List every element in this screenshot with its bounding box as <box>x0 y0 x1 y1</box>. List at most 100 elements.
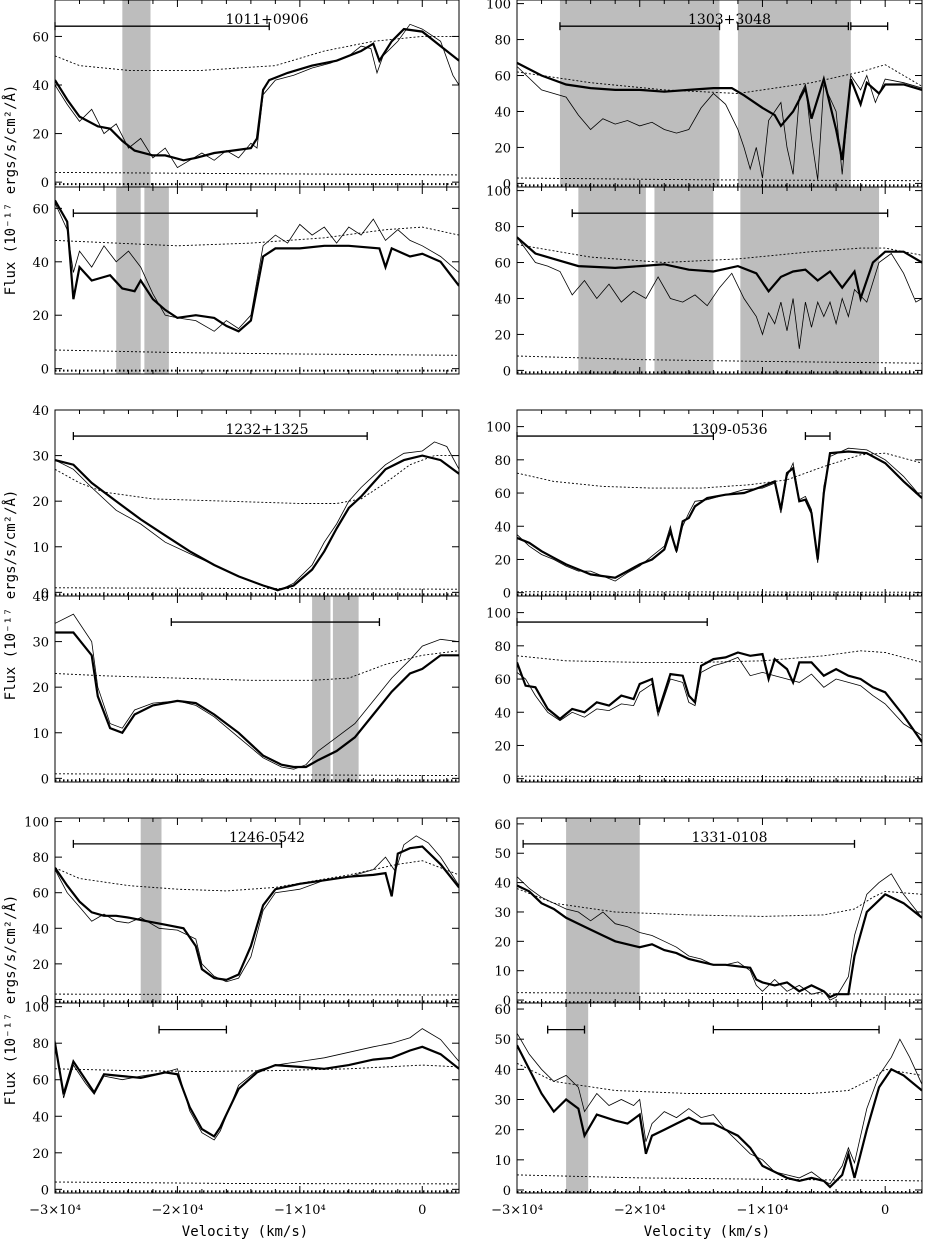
y-tick-label: 60 <box>32 1074 49 1089</box>
y-tick-label: 10 <box>494 1154 511 1169</box>
panel-frame <box>516 1002 923 1194</box>
y-tick-label: 40 <box>494 1063 511 1078</box>
y-tick-label: 0 <box>41 176 49 191</box>
xlabel-right: Velocity (km/s) <box>644 1224 770 1240</box>
spectrum-thin-line <box>517 873 922 1001</box>
shaded-region-1 <box>122 0 151 187</box>
panel-frame <box>54 186 460 375</box>
plot-area <box>517 818 922 1003</box>
y-tick-label: 50 <box>494 847 511 862</box>
continuum-line <box>517 650 922 663</box>
y-tick-label: 60 <box>494 70 511 85</box>
plot-area <box>517 187 922 374</box>
y-tick-label: 20 <box>494 553 511 568</box>
continuum-line <box>55 860 459 892</box>
continuum-line <box>55 35 459 71</box>
panel-frame <box>54 1002 460 1194</box>
error-line <box>517 177 922 182</box>
continuum-line <box>517 64 922 94</box>
absorption-bar-1 <box>72 209 258 218</box>
plot-area <box>55 187 459 374</box>
absorption-bar-2 <box>804 432 831 441</box>
y-tick-label: 10 <box>32 727 49 742</box>
spectrum-thin-line <box>517 447 922 582</box>
y-tick-label: 20 <box>494 328 511 343</box>
y-tick-label: 10 <box>32 541 49 556</box>
error-line <box>517 1174 922 1182</box>
spectrum-thick-line <box>55 631 459 769</box>
absorption-bar-3 <box>850 22 889 31</box>
y-tick-label: 0 <box>41 363 49 378</box>
y-tick-label: 20 <box>32 495 49 510</box>
continuum-line <box>55 1064 459 1072</box>
y-tick-label: 60 <box>32 202 49 217</box>
spectrum-thin-line <box>55 613 459 770</box>
error-line <box>55 993 459 996</box>
continuum-line <box>55 650 459 681</box>
y-tick-label: 0 <box>503 587 511 602</box>
y-tick-label: 80 <box>494 454 511 469</box>
y-tick-label: 100 <box>486 0 511 13</box>
y-tick-label: 0 <box>41 586 49 601</box>
panels-layer: 02040601011+090602040600102030401232+132… <box>24 0 923 1218</box>
spectrum-thick-line <box>517 1044 922 1189</box>
y-tick-label: 30 <box>32 450 49 465</box>
y-tick-label: 30 <box>494 906 511 921</box>
y-tick-label: 80 <box>32 851 49 866</box>
panel-title: 1246-0542 <box>229 830 305 846</box>
error-line <box>55 1181 459 1185</box>
y-tick-label: 60 <box>32 887 49 902</box>
y-tick-label: 20 <box>32 128 49 143</box>
plot-area <box>517 650 922 782</box>
spectrum-thick-line <box>55 199 459 333</box>
y-tick-label: 40 <box>494 706 511 721</box>
y-tick-label: 20 <box>494 935 511 950</box>
spectrum-thick-line <box>517 651 922 743</box>
y-tick-label: 100 <box>486 421 511 436</box>
y-tick-label: 40 <box>494 520 511 535</box>
error-line <box>517 992 922 995</box>
spectrum-thin-line <box>55 441 459 592</box>
y-tick-label: 0 <box>503 1184 511 1199</box>
shaded-region-1 <box>116 187 141 374</box>
y-tick-label: 60 <box>494 487 511 502</box>
plot-area <box>517 0 922 187</box>
y-tick-label: 20 <box>494 141 511 156</box>
absorption-bar-2 <box>737 22 850 31</box>
ylabel-row-2: Flux (10⁻¹⁷ ergs/s/cm²/Å) <box>2 490 19 701</box>
y-tick-label: 30 <box>32 636 49 651</box>
absorption-bar-1 <box>571 209 889 218</box>
x-tick-label: 0 <box>881 1203 889 1218</box>
y-tick-label: 20 <box>32 1147 49 1162</box>
spectrum-thick-line <box>55 454 459 592</box>
shaded-region-1 <box>566 1003 589 1193</box>
panel-frame <box>516 595 923 783</box>
x-tick-label: 0 <box>418 1203 426 1218</box>
y-tick-label: 80 <box>494 221 511 236</box>
plot-area <box>517 447 922 596</box>
ylabel-row-1: Flux (10⁻¹⁷ ergs/s/cm²/Å) <box>2 85 19 296</box>
y-tick-label: 40 <box>32 404 49 419</box>
panel-frame <box>54 595 460 783</box>
spectrum-thin-line <box>517 1032 922 1185</box>
spectrum-thin-line <box>55 23 459 169</box>
y-tick-label: 0 <box>41 772 49 787</box>
spectrum-thick-line <box>55 845 459 982</box>
spectrum-thin-line <box>55 835 459 983</box>
ylabel-row-3: Flux (10⁻¹⁷ ergs/s/cm²/Å) <box>2 895 19 1106</box>
y-tick-label: 80 <box>32 1037 49 1052</box>
spectrum-thick-line <box>55 1043 459 1138</box>
y-tick-label: 0 <box>503 177 511 192</box>
y-tick-label: 100 <box>486 185 511 200</box>
panel-title: 1303+3048 <box>688 12 771 28</box>
plot-area <box>55 818 459 1003</box>
shaded-region-1 <box>140 818 162 1003</box>
y-tick-label: 40 <box>494 105 511 120</box>
